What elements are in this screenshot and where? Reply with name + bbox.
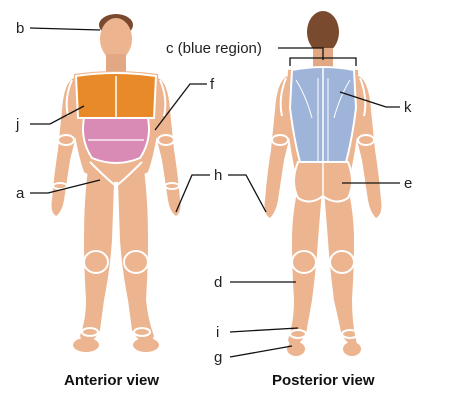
posterior-right-heel (343, 342, 361, 356)
posterior-ankle-band-right (341, 329, 359, 339)
leader-line-b (29, 27, 101, 31)
posterior-shoulder-band-right (359, 77, 367, 117)
label-b: b (16, 20, 24, 37)
anterior-ankle-band-right (133, 327, 151, 337)
anterior-left-leg (80, 170, 114, 346)
label-j: j (15, 116, 19, 133)
anterior-view-caption: Anterior view (64, 372, 159, 389)
posterior-left-leg (288, 180, 322, 350)
anterior-wrist-band-right (164, 182, 180, 190)
label-i: i (216, 324, 219, 341)
leader-line-h (175, 174, 210, 213)
posterior-view-caption: Posterior view (272, 372, 375, 389)
anterior-head (100, 18, 132, 60)
posterior-knee-band-left (291, 250, 317, 274)
leader-line-j (30, 105, 85, 125)
leader-lines (29, 27, 400, 358)
posterior-head (307, 11, 339, 53)
posterior-scapula-left (295, 79, 313, 119)
posterior-elbow-band-left (271, 134, 289, 146)
label-h: h (214, 167, 222, 184)
leader-line-a (30, 179, 101, 194)
anterior-right-leg (118, 170, 154, 346)
leader-line-k (339, 91, 400, 108)
posterior-right-leg (324, 180, 358, 350)
leader-line-f (154, 83, 207, 131)
anterior-right-foot (133, 338, 159, 352)
posterior-scapula-right (333, 79, 351, 119)
anterior-shoulder-band (65, 79, 73, 117)
posterior-left-heel (287, 342, 305, 356)
posterior-elbow-band-right (357, 134, 375, 146)
anterior-ankle-band-left (81, 327, 99, 337)
anterior-elbow-band-right (157, 134, 175, 146)
posterior-ankle-band-left (289, 329, 307, 339)
posterior-knee-band-right (329, 250, 355, 274)
anterior-elbow-band-left (57, 134, 75, 146)
anterior-neck (106, 54, 126, 74)
leader-line-c (278, 47, 324, 60)
leader-line-g (229, 345, 293, 358)
label-k: k (404, 99, 412, 116)
anterior-groin-line (89, 161, 143, 188)
leader-line-c-bracket (289, 57, 357, 66)
anterior-figure (51, 14, 181, 352)
anterior-knee-band-right (123, 250, 149, 274)
label-e: e (404, 175, 412, 192)
label-d: d (214, 274, 222, 291)
label-f: f (210, 76, 215, 93)
label-c: c (blue region) (166, 40, 262, 57)
label-a: a (16, 185, 25, 202)
anterior-knee-band-left (83, 250, 109, 274)
anterior-shoulder-band-right (159, 79, 167, 117)
anterior-wrist-band-left (52, 182, 68, 190)
posterior-shoulder-band-left (279, 77, 287, 117)
label-g: g (214, 349, 222, 366)
leader-line-i (229, 327, 299, 333)
anterior-left-foot (73, 338, 99, 352)
leader-line-h-post (228, 174, 267, 213)
